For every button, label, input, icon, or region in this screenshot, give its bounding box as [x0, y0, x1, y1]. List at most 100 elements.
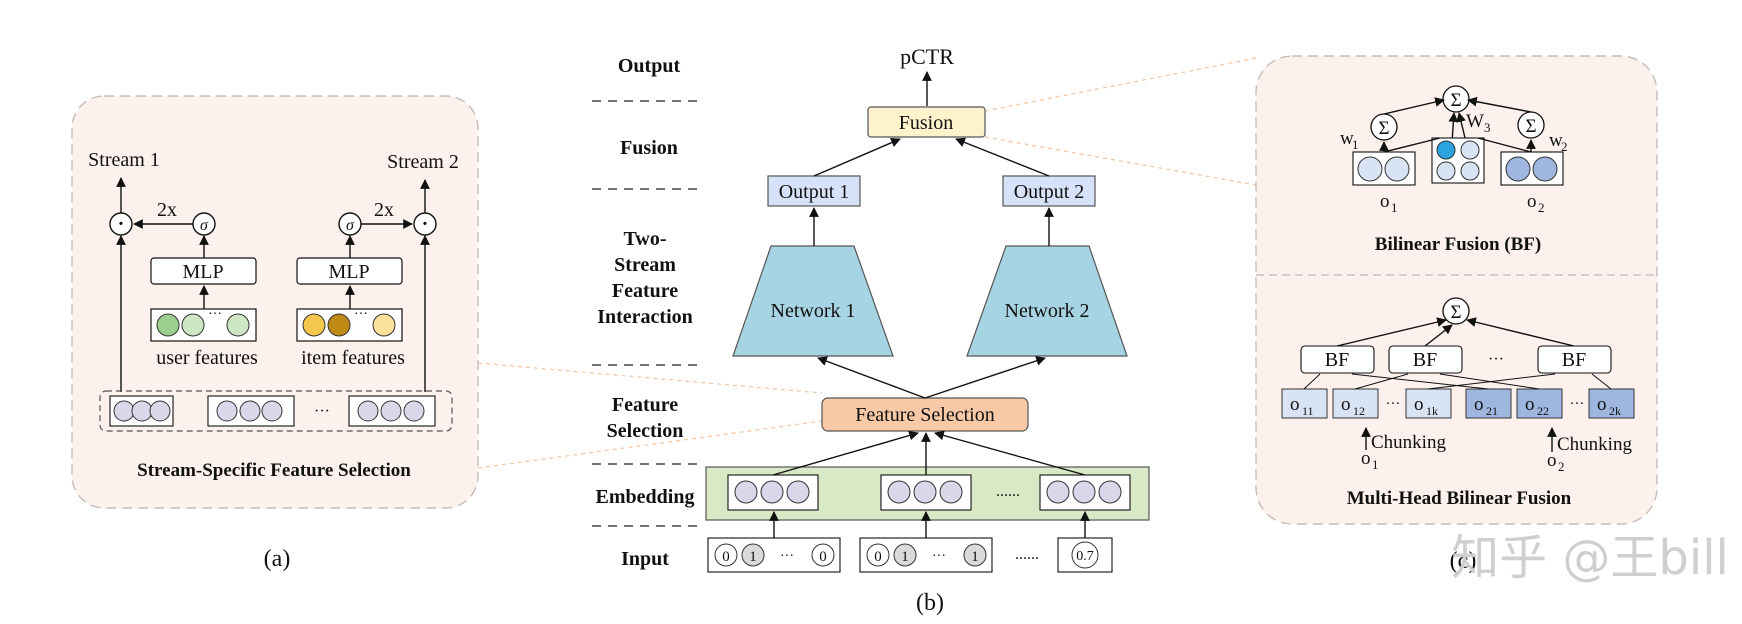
network2-trapezoid [966, 245, 1128, 357]
input-g2-v1: 0 [874, 549, 882, 565]
input-g1-v3: 0 [819, 549, 827, 565]
bf-o1-subscript: 1 [1391, 200, 1398, 215]
w3-subscript: 3 [1484, 120, 1491, 135]
input-g2-v3: 1 [971, 549, 979, 565]
bf-o1-label: o [1380, 191, 1390, 212]
fusion-box [867, 106, 986, 138]
input-g2-ellipsis: ··· [932, 549, 946, 564]
bf-o2-subscript: 2 [1538, 200, 1545, 215]
w2-label: w [1549, 130, 1563, 151]
stage-two-stream-line3: Feature [612, 280, 678, 302]
stage-output: Output [618, 55, 681, 77]
output2-label: Output 2 [1014, 181, 1085, 203]
caption-b: (b) [916, 590, 944, 616]
chunk-o2k-sub: 2k [1609, 404, 1621, 418]
panel-a-title: Stream-Specific Feature Selection [137, 460, 411, 481]
chunk-left-ellipsis: ··· [1386, 396, 1401, 412]
mh-title: Multi-Head Bilinear Fusion [1347, 488, 1572, 509]
output1-label: Output 1 [779, 181, 850, 203]
chunk-o1k-sub: 1k [1426, 404, 1438, 418]
user-features-ellipsis: ··· [208, 307, 222, 322]
sum-left-symbol: Σ [1378, 118, 1389, 139]
mlp-left-label: MLP [182, 261, 223, 283]
all-features-container [99, 390, 453, 432]
mh-sum-symbol: Σ [1450, 302, 1461, 323]
mh-o2-label: o [1547, 450, 1557, 471]
stage-embedding: Embedding [596, 486, 695, 508]
panel-c: Σ Σ Σ w 1 W 3 w 2 o 1 o 2 [1255, 55, 1658, 525]
stage-feature-selection-line1: Feature [612, 394, 678, 416]
bf-head-1-label: BF [1325, 349, 1349, 371]
stage-feature-selection-line2: Selection [607, 420, 684, 442]
bf-title: Bilinear Fusion (BF) [1375, 234, 1541, 255]
times-left: 2x [157, 199, 177, 221]
panel-b: Output Fusion Two- Stream Feature Intera… [592, 44, 1150, 573]
zoom-guide-lines [477, 57, 1257, 469]
embedding-ellipsis: ...... [996, 483, 1020, 500]
w3-label: W [1466, 111, 1484, 132]
chunk-o2k: o [1597, 394, 1607, 415]
input-ellipsis: ...... [1015, 546, 1039, 563]
mlp-right-label: MLP [328, 261, 369, 283]
stage-two-stream-line4: Interaction [597, 306, 693, 328]
chunk-o11: o [1290, 394, 1300, 415]
watermark: 知乎 @王bill [1451, 530, 1729, 586]
bf-sum-symbol: Σ [1450, 90, 1461, 111]
sigma-right: σ [346, 217, 355, 234]
feature-selection-label: Feature Selection [855, 404, 994, 426]
chunk-o1k: o [1414, 394, 1424, 415]
chunking-left-label: Chunking [1371, 432, 1446, 453]
network1-label: Network 1 [771, 300, 856, 322]
chunk-o22-sub: 22 [1537, 404, 1549, 418]
chunk-o21: o [1474, 394, 1484, 415]
stage-two-stream-line1: Two- [624, 228, 667, 250]
mh-o1-label: o [1361, 448, 1371, 469]
chunk-right-ellipsis: ··· [1570, 396, 1585, 412]
bf-heads-ellipsis: ··· [1488, 351, 1504, 368]
mh-o1-subscript: 1 [1372, 457, 1379, 472]
stage-two-stream-line2: Stream [614, 254, 676, 276]
caption-c: (c) [1450, 548, 1477, 574]
chunk-o11-sub: 11 [1302, 404, 1314, 418]
dot-symbol-right: · [422, 213, 429, 235]
caption-a: (a) [264, 546, 291, 572]
input-g3-value: 0.7 [1076, 549, 1094, 564]
chunk-o12-sub: 12 [1353, 404, 1365, 418]
chunking-right-label: Chunking [1557, 434, 1632, 455]
sum-right-symbol: Σ [1525, 116, 1536, 137]
bf-head-2-label: BF [1413, 349, 1437, 371]
input-g1-v2: 1 [749, 549, 757, 565]
pctr-label: pCTR [900, 44, 954, 69]
stage-fusion: Fusion [620, 137, 678, 159]
bf-head-k-label: BF [1562, 349, 1586, 371]
item-features-label: item features [301, 347, 405, 369]
bf-head-k [1537, 345, 1612, 374]
sigma-left: σ [200, 217, 209, 234]
network1-trapezoid [732, 245, 894, 357]
network2-label: Network 2 [1005, 300, 1090, 322]
stream1-label: Stream 1 [88, 149, 160, 171]
all-features-ellipsis: ··· [314, 403, 330, 420]
times-right: 2x [374, 199, 394, 221]
chunks-left: o 11 o 12 ··· o 1k [1281, 388, 1452, 419]
bf-o2-label: o [1527, 191, 1537, 212]
panel-a: Stream 1 Stream 2 · σ 2x MLP ··· user fe… [71, 95, 479, 509]
fusion-box-label: Fusion [899, 112, 953, 134]
output2-box [1002, 175, 1096, 207]
dot-symbol-left: · [118, 213, 125, 235]
stream2-label: Stream 2 [387, 151, 459, 173]
chunks-right: o 21 o 22 ··· o 2k [1465, 388, 1635, 419]
input-g1-v1: 0 [722, 549, 730, 565]
chunk-o12: o [1341, 394, 1351, 415]
user-features-label: user features [156, 347, 258, 369]
w1-subscript: 1 [1352, 137, 1359, 152]
chunk-o21-sub: 21 [1486, 404, 1498, 418]
mh-o2-subscript: 2 [1558, 459, 1565, 474]
w1-label: w [1340, 128, 1354, 149]
input-g1-ellipsis: ··· [780, 549, 794, 564]
stage-input: Input [621, 548, 669, 570]
output1-box [767, 175, 861, 207]
mh-sum-icon [1442, 297, 1470, 325]
chunk-o22: o [1525, 394, 1535, 415]
